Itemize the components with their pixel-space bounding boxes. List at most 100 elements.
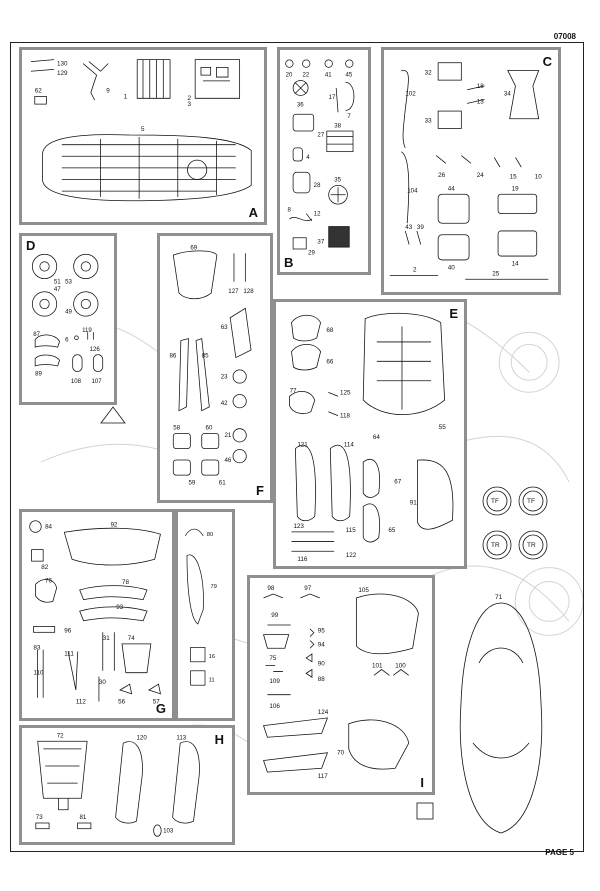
section-h-art: 72 120 113 73 81 103 <box>35 733 200 837</box>
part-number: 63 <box>221 324 228 331</box>
part-number: 7 <box>347 113 351 120</box>
decal-circle <box>518 486 548 516</box>
part-number: 82 <box>41 564 48 571</box>
section-letter: I <box>420 775 424 790</box>
triangle-marker <box>100 406 126 424</box>
part-number: 69 <box>190 244 197 251</box>
section-c-art: 32 18 13 34 102 33 26 24 15 10 104 44 19… <box>389 62 549 280</box>
part-number: 31 <box>103 635 110 642</box>
section-d-art: 51 53 47 49 87 6 119 126 89 108 107 <box>31 253 104 385</box>
part-number: 118 <box>340 413 351 420</box>
section-letter: E <box>449 306 458 321</box>
decal-label: TR <box>527 542 536 549</box>
part-number: 23 <box>221 373 228 380</box>
part-number: 93 <box>116 604 123 611</box>
part-number: 9 <box>106 88 110 95</box>
decal-label: TF <box>491 498 499 505</box>
decal-circle <box>482 486 512 516</box>
part-number: 120 <box>137 734 148 741</box>
part-number: 36 <box>297 102 304 109</box>
part-number: 77 <box>290 387 297 394</box>
section-f-art: 69 127 128 63 86 85 23 42 58 60 21 46 59… <box>169 244 254 486</box>
part-number: 81 <box>80 814 87 821</box>
part-number: 34 <box>504 91 511 98</box>
part-number: 122 <box>346 552 357 559</box>
part-number: 128 <box>243 288 254 295</box>
part-number: 105 <box>358 587 369 594</box>
decal-circle <box>482 530 512 560</box>
part-number: 80 <box>207 532 214 538</box>
section-d-numbers: 51 53 47 49 87 6 119 126 89 108 107 <box>33 278 102 385</box>
part-number: 87 <box>33 331 40 338</box>
section-letter: A <box>248 205 258 220</box>
section-g-side-numbers: 80 79 16 11 <box>207 532 217 684</box>
part-number: 53 <box>65 278 72 285</box>
part-number: 6 <box>65 337 69 344</box>
part-number: 68 <box>326 327 333 334</box>
part-number: 121 <box>297 442 308 449</box>
part-number: 126 <box>90 346 101 353</box>
decal-labels: TF TF TR TR 71 <box>491 498 536 601</box>
section-g-numbers: 84 92 82 76 78 93 96 31 74 83 111 110 30… <box>34 522 161 706</box>
section-c: 32 18 13 34 102 33 26 24 15 10 104 44 19… <box>381 47 561 295</box>
part-number: 78 <box>122 579 129 586</box>
part-number: 104 <box>407 187 418 194</box>
part-number: 61 <box>219 480 226 487</box>
section-h-numbers: 72 120 113 73 81 103 <box>36 733 187 835</box>
part-number: 109 <box>269 678 280 685</box>
part-number: 110 <box>34 670 44 677</box>
part-number: 49 <box>65 308 72 315</box>
part-number: 8 <box>287 207 291 214</box>
part-number: 102 <box>405 91 416 98</box>
section-g-side-art: 80 79 16 11 <box>184 528 217 686</box>
part-number: 94 <box>318 641 325 648</box>
square-marker <box>416 802 434 820</box>
section-g: 84 92 82 76 78 93 96 31 74 83 111 110 30… <box>19 509 175 721</box>
part-number: 60 <box>206 425 213 432</box>
section-e-art: 68 66 77 125 118 64 55 121 114 67 91 123… <box>289 312 454 563</box>
instruction-frame: 130 129 9 62 1 2 3 5 A <box>10 42 584 852</box>
part-number: 18 <box>477 83 484 90</box>
section-a: 130 129 9 62 1 2 3 5 A <box>19 47 267 225</box>
part-number: 101 <box>372 663 383 670</box>
part-number: 113 <box>176 734 186 741</box>
section-g-side: 80 79 16 11 <box>175 509 235 721</box>
part-number: 55 <box>439 424 446 431</box>
part-number: 42 <box>221 400 228 407</box>
section-c-numbers: 32 18 13 34 102 33 26 24 15 10 104 44 19… <box>405 69 542 277</box>
part-number: 96 <box>64 627 71 634</box>
part-number: 59 <box>188 480 195 487</box>
part-number: 64 <box>373 434 380 441</box>
section-i: 98 97 105 99 95 94 75 90 109 88 101 100 … <box>247 575 435 795</box>
part-number: 14 <box>512 261 519 268</box>
part-number: 74 <box>128 635 135 642</box>
section-letter: G <box>155 701 166 716</box>
part-number: 106 <box>269 703 280 710</box>
part-number: 62 <box>35 88 42 95</box>
part-number: 1 <box>124 93 128 100</box>
part-number: 83 <box>34 645 41 652</box>
part-number: 35 <box>334 177 341 184</box>
section-i-art: 98 97 105 99 95 94 75 90 109 88 101 100 … <box>263 585 419 780</box>
part-number: 10 <box>535 174 542 181</box>
part-number: 117 <box>318 773 329 780</box>
part-number: 51 <box>54 278 61 285</box>
part-number: 44 <box>448 185 455 192</box>
part-number: 73 <box>36 814 43 821</box>
part-number: 11 <box>209 678 215 684</box>
part-number: 91 <box>410 500 417 507</box>
section-h: 72 120 113 73 81 103 H <box>19 725 235 845</box>
section-f-numbers: 69 127 128 63 86 85 23 42 58 60 21 46 59… <box>169 244 254 486</box>
part-number: 25 <box>492 270 499 277</box>
part-number: 2 <box>187 95 191 102</box>
section-b: 20 22 41 45 36 17 7 27 38 4 28 35 8 12 3… <box>277 47 371 275</box>
part-number: 57 <box>153 698 160 705</box>
section-d: 51 53 47 49 87 6 119 126 89 108 107 D <box>19 233 117 405</box>
part-number: 27 <box>317 132 324 139</box>
part-number: 72 <box>57 733 64 740</box>
part-number: 89 <box>35 370 42 377</box>
car-body-outline <box>459 602 543 834</box>
part-number: 92 <box>110 522 117 529</box>
part-number: 45 <box>346 72 353 79</box>
part-number: 116 <box>297 556 308 563</box>
